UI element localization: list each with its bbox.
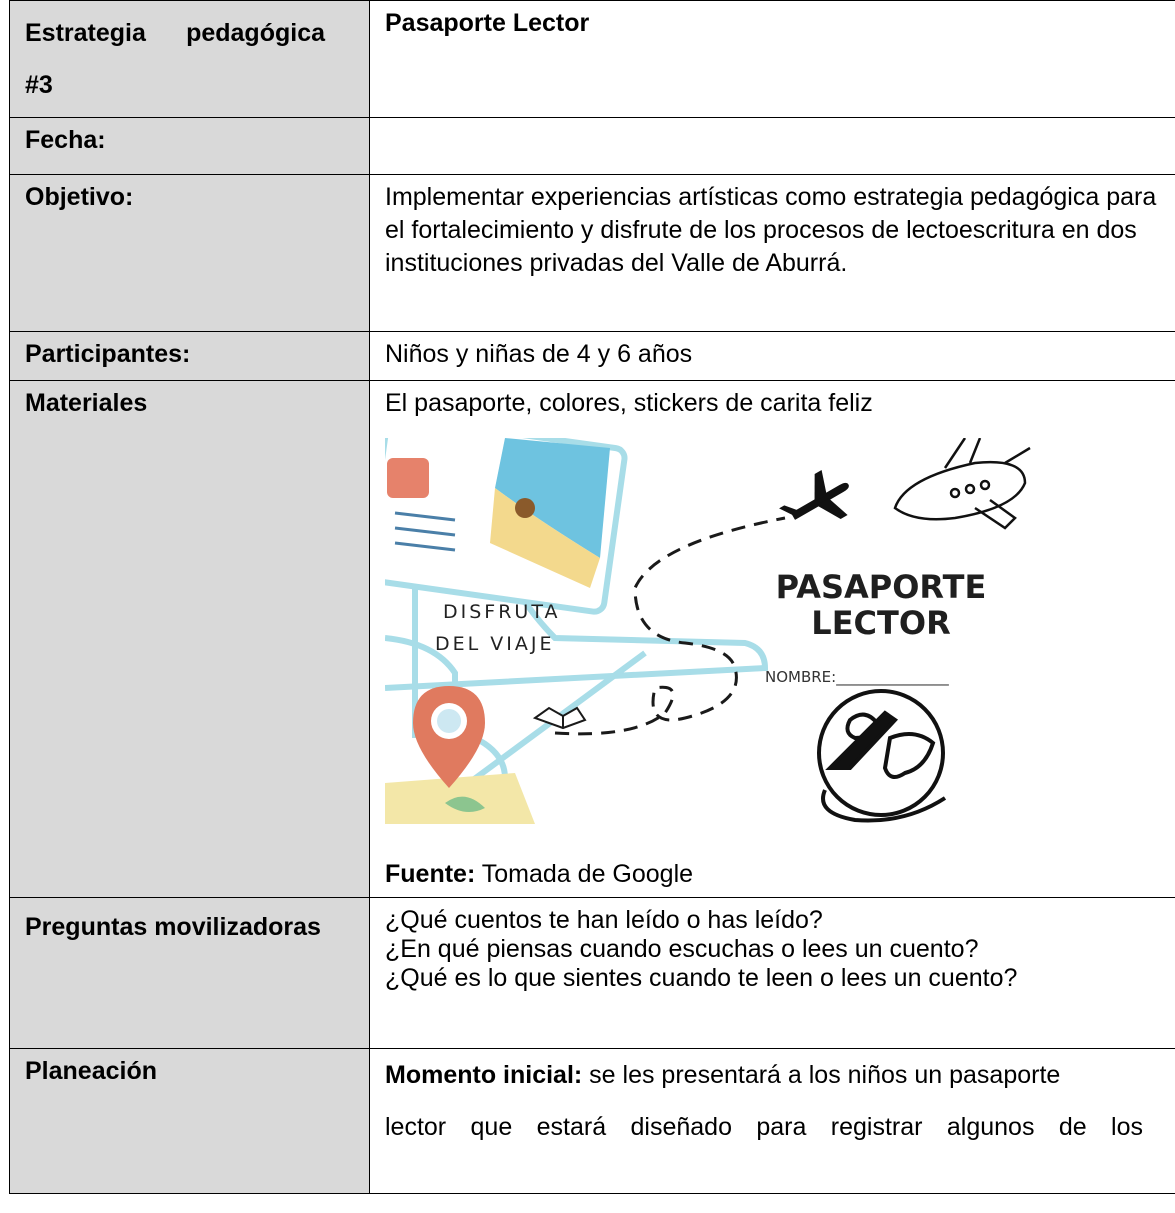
image-slogan-line1: DISFRUTA: [443, 601, 560, 623]
image-name-field: NOMBRE:_______________: [765, 668, 949, 687]
value-planning: Momento inicial: se les presentará a los…: [369, 1048, 1175, 1194]
label-planning: Planeación: [9, 1048, 370, 1194]
source-label: Fuente:: [385, 860, 476, 888]
materials-source: Fuente: Tomada de Google: [385, 858, 1175, 891]
question-3: ¿Qué es lo que sientes cuando te leen o …: [385, 964, 1018, 992]
label-strategy-text: Estrategia pedagógica #3: [25, 19, 325, 99]
value-date: [369, 117, 1175, 175]
row-questions: Preguntas movilizadoras ¿Qué cuentos te …: [9, 897, 1175, 1049]
globe-icon: [817, 689, 947, 823]
document-page: Estrategia pedagógica #3 Pasaporte Lecto…: [9, 0, 1175, 1213]
airplane-outline-icon: [893, 438, 1031, 530]
label-date: Fecha:: [9, 117, 370, 175]
book-icon: [532, 706, 587, 730]
row-strategy: Estrategia pedagógica #3 Pasaporte Lecto…: [9, 0, 1175, 118]
map-pin-icon: [385, 686, 535, 824]
materials-text: El pasaporte, colores, stickers de carit…: [385, 389, 873, 417]
value-objective: Implementar experiencias artísticas como…: [369, 174, 1175, 332]
row-materials: Materiales El pasaporte, colores, sticke…: [9, 380, 1175, 898]
postcard-icon: [385, 438, 628, 615]
row-date: Fecha:: [9, 117, 1175, 175]
planning-lead: Momento inicial:: [385, 1061, 583, 1089]
airplane-icon: [779, 469, 849, 520]
label-strategy: Estrategia pedagógica #3: [9, 0, 370, 118]
label-objective: Objetivo:: [9, 174, 370, 332]
value-strategy-title: Pasaporte Lector: [369, 0, 1175, 118]
label-questions: Preguntas movilizadoras: [9, 897, 370, 1049]
planning-line-1: Momento inicial: se les presentará a los…: [385, 1049, 1175, 1101]
value-materials: El pasaporte, colores, stickers de carit…: [369, 380, 1175, 898]
label-materials: Materiales: [9, 380, 370, 898]
value-questions: ¿Qué cuentos te han leído o has leído? ¿…: [369, 897, 1175, 1049]
strategy-table: Estrategia pedagógica #3 Pasaporte Lecto…: [9, 0, 1175, 1194]
planning-text-1: se les presentará a los niños un pasapor…: [582, 1061, 1061, 1089]
planning-line-2: lector que estará diseñado para registra…: [385, 1113, 1143, 1141]
source-text: Tomada de Google: [475, 860, 694, 888]
value-participants: Niños y niñas de 4 y 6 años: [369, 331, 1175, 381]
image-title-line2: LECTOR: [811, 604, 950, 642]
row-objective: Objetivo: Implementar experiencias artís…: [9, 174, 1175, 332]
passport-image: PASAPORTE LECTOR NOMBRE:_______________ …: [385, 438, 1031, 824]
question-2: ¿En qué piensas cuando escuchas o lees u…: [385, 935, 979, 963]
label-participants: Participantes:: [9, 331, 370, 381]
question-1: ¿Qué cuentos te han leído o has leído?: [385, 906, 823, 934]
row-planning: Planeación Momento inicial: se les prese…: [9, 1048, 1175, 1194]
row-participants: Participantes: Niños y niñas de 4 y 6 añ…: [9, 331, 1175, 381]
image-title-line1: PASAPORTE: [776, 568, 987, 606]
image-slogan-line2: DEL VIAJE: [435, 633, 554, 655]
